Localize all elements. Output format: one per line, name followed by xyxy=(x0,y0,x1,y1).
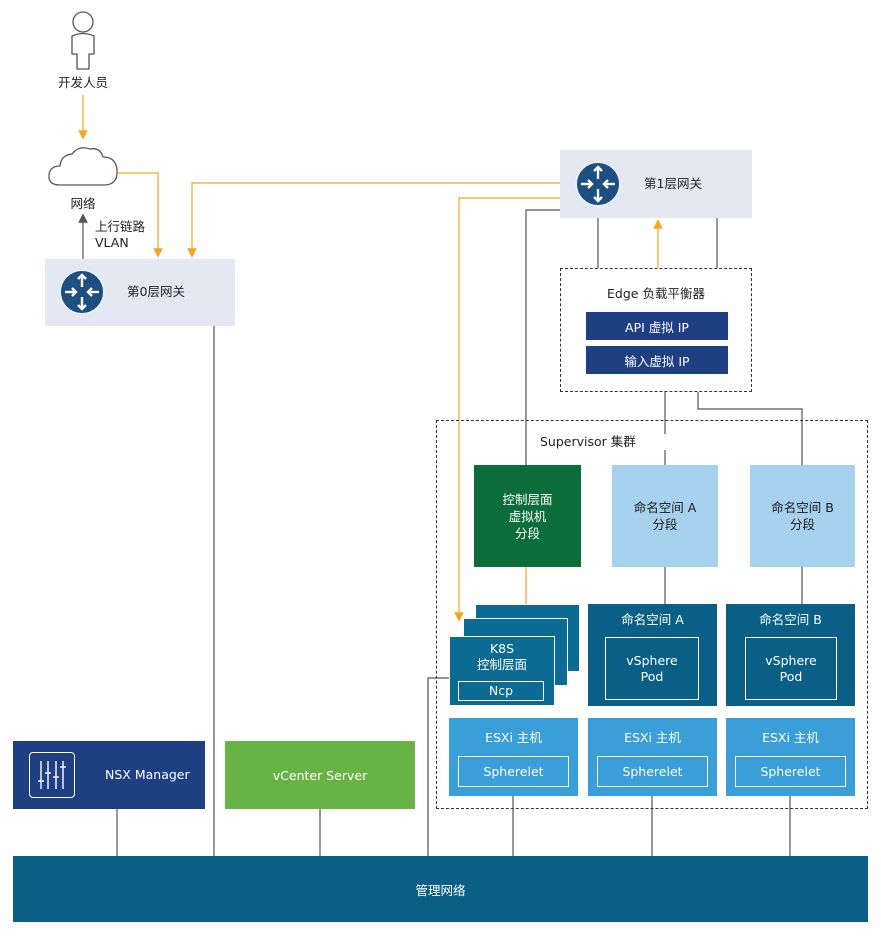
namespace-b-segment[interactable]: 命名空间 B 分段 xyxy=(750,465,855,567)
esxi-host-3[interactable]: ESXi 主机 Spherelet xyxy=(726,718,855,796)
esxi-host-1[interactable]: ESXi 主机 Spherelet xyxy=(449,718,578,796)
uplink-vlan-label: VLAN xyxy=(95,235,129,250)
api-vip[interactable]: API 虚拟 IP xyxy=(586,312,728,340)
sliders-icon xyxy=(29,752,75,798)
spherelet-box[interactable]: Spherelet xyxy=(458,756,569,787)
tier1-gateway[interactable]: 第1层网关 xyxy=(560,150,752,218)
spherelet-box[interactable]: Spherelet xyxy=(735,756,846,787)
network-label: 网络 xyxy=(70,196,96,211)
tier1-to-cp-segment-line xyxy=(525,209,560,465)
tier1-label: 第1层网关 xyxy=(644,176,702,191)
control-plane-vm-segment[interactable]: 控制层面 虚拟机 分段 xyxy=(474,465,581,567)
spherelet-box[interactable]: Spherelet xyxy=(597,756,708,787)
namespace-b-vsphere-pod[interactable]: vSphere Pod xyxy=(745,637,837,700)
nsx-manager-label: NSX Manager xyxy=(105,767,190,782)
nsx-manager[interactable]: NSX Manager xyxy=(13,741,205,809)
edge-load-balancer[interactable]: Edge 负载平衡器 API 虚拟 IP 输入虚拟 IP xyxy=(560,268,752,392)
namespace-a-segment[interactable]: 命名空间 A 分段 xyxy=(612,465,718,567)
management-network[interactable]: 管理网络 xyxy=(13,856,868,922)
tier1-to-k8s-arrow xyxy=(454,197,560,622)
esxi-host-2[interactable]: ESXi 主机 Spherelet xyxy=(588,718,717,796)
network-to-tier0-arrow xyxy=(118,172,163,258)
esxi-host-title: ESXi 主机 xyxy=(624,730,681,745)
tier0-label: 第0层网关 xyxy=(127,284,185,299)
ncp-box[interactable]: Ncp xyxy=(458,681,544,701)
namespace-a-vsphere-pod[interactable]: vSphere Pod xyxy=(605,637,699,700)
developer-person-icon xyxy=(62,10,104,70)
supervisor-cluster[interactable] xyxy=(436,420,868,809)
uplink-label: 上行链路 xyxy=(95,219,146,234)
namespace-a-title: 命名空间 A xyxy=(621,612,684,627)
supervisor-label: Supervisor 集群 xyxy=(540,434,700,450)
ingress-vip[interactable]: 输入虚拟 IP xyxy=(586,346,728,374)
edge-lb-title: Edge 负载平衡器 xyxy=(607,286,705,301)
router-icon xyxy=(59,269,105,315)
router-icon xyxy=(575,161,621,207)
namespace-b[interactable]: 命名空间 B vSphere Pod xyxy=(726,604,855,706)
esxi-host-title: ESXi 主机 xyxy=(485,730,542,745)
developer-label: 开发人员 xyxy=(57,75,108,90)
tier1-to-tier0-arrow xyxy=(187,182,560,258)
k8s-label: K8S 控制层面 xyxy=(476,641,527,672)
network-cloud-icon xyxy=(46,143,120,189)
k8s-control-plane[interactable]: K8S 控制层面 Ncp xyxy=(449,636,555,706)
namespace-b-title: 命名空间 B xyxy=(759,612,822,627)
namespace-a[interactable]: 命名空间 A vSphere Pod xyxy=(588,604,717,706)
vcenter-server[interactable]: vCenter Server xyxy=(225,741,415,809)
esxi-host-title: ESXi 主机 xyxy=(762,730,819,745)
tier0-gateway[interactable]: 第0层网关 xyxy=(45,259,235,326)
